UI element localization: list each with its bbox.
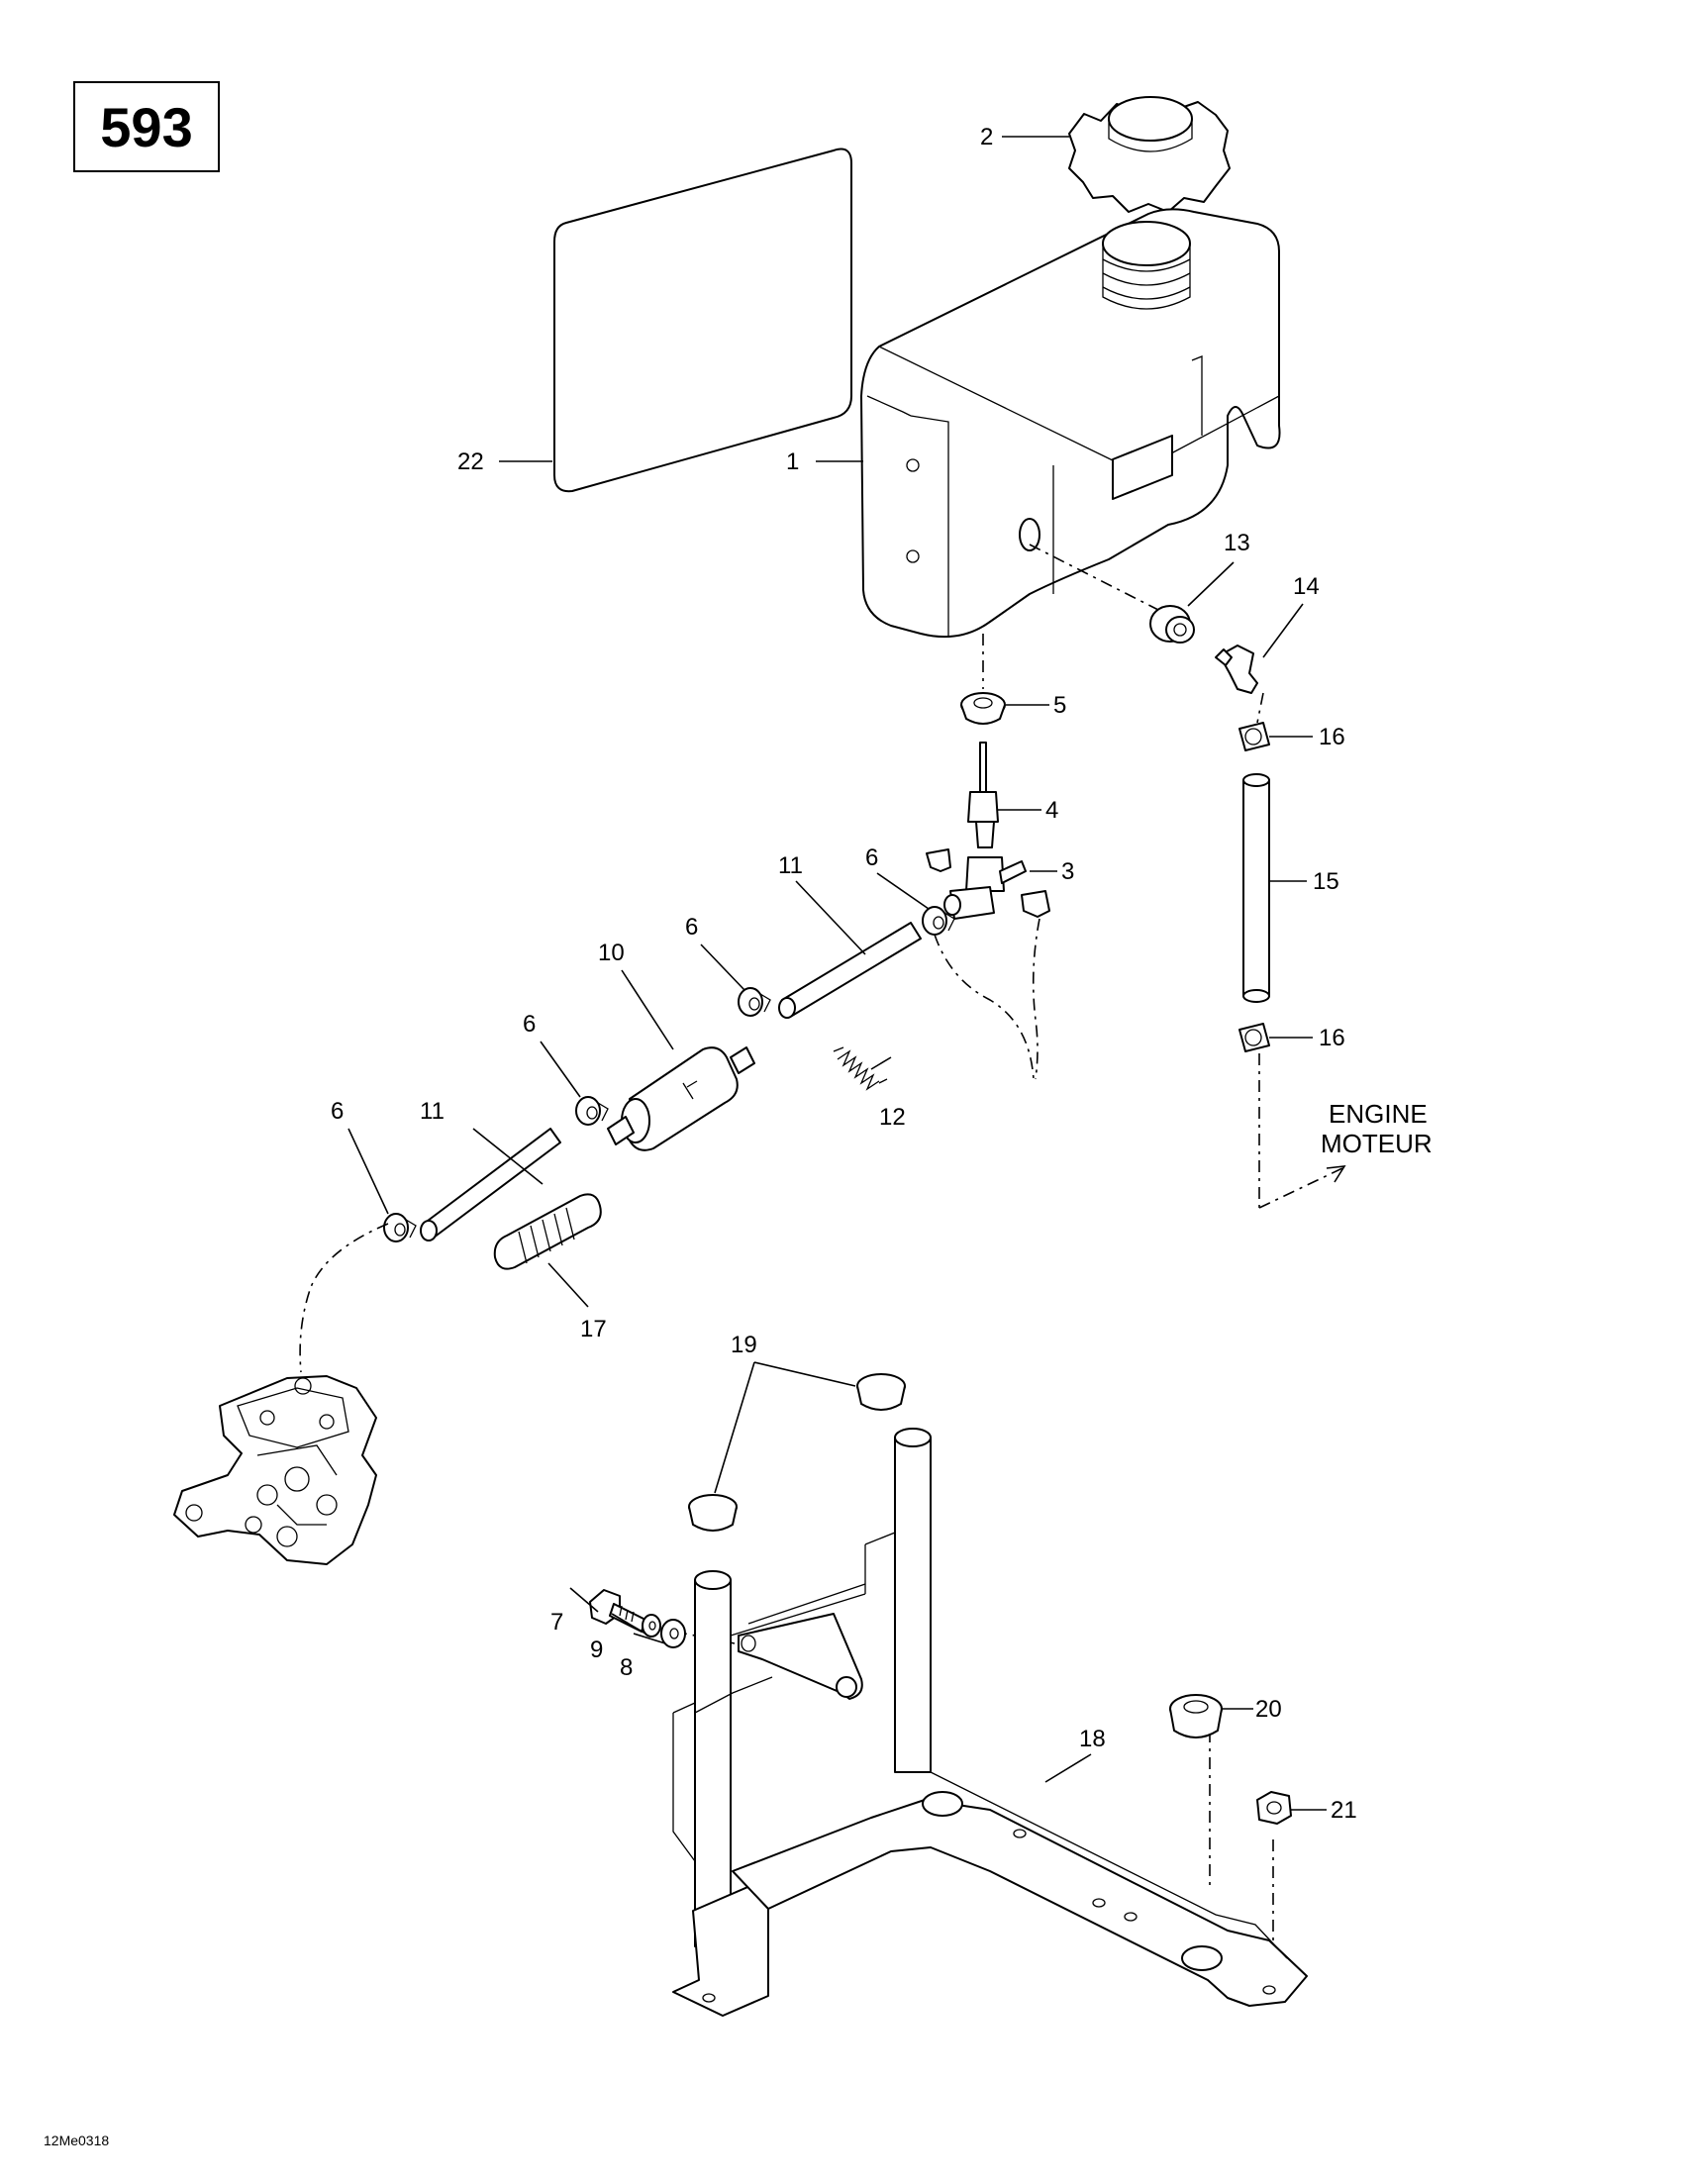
page-number: 593 — [100, 95, 193, 158]
page-number-box: 593 — [73, 81, 220, 172]
callout-15: 15 — [1313, 868, 1339, 895]
hose-clamp-upper-part — [1238, 722, 1270, 751]
callout-17: 17 — [580, 1316, 607, 1342]
engine-note-line1: ENGINE — [1329, 1099, 1428, 1129]
lock-washer-part — [642, 1614, 661, 1638]
grommet-part — [1149, 605, 1195, 644]
engine-note-line2: MOTEUR — [1321, 1129, 1433, 1158]
spring-part — [833, 1046, 888, 1091]
leader-lines — [347, 136, 1327, 1811]
oil-tank-part — [860, 208, 1281, 639]
callout-16-upper: 16 — [1319, 724, 1345, 750]
shutoff-valve-part — [926, 848, 1050, 920]
hose-routing-lines — [299, 544, 1346, 1988]
callout-20: 20 — [1255, 1696, 1282, 1723]
callout-1: 1 — [786, 448, 799, 475]
hex-nut-part — [1256, 1791, 1292, 1825]
callout-8: 8 — [620, 1654, 633, 1681]
fuel-hose-upper-part — [778, 922, 922, 1019]
tube-cap-lower-part — [688, 1494, 738, 1532]
flat-washer-part — [660, 1619, 686, 1648]
callout-5: 5 — [1053, 692, 1066, 719]
hose-clamp-6b-part — [738, 987, 771, 1017]
callout-6-b: 6 — [685, 914, 698, 941]
callout-9: 9 — [590, 1637, 603, 1663]
vent-hose-part — [1242, 773, 1270, 1003]
tube-cap-upper-part — [856, 1373, 906, 1411]
callout-3: 3 — [1061, 858, 1074, 885]
callout-2: 2 — [980, 124, 993, 150]
fuel-hose-lower-part — [420, 1128, 561, 1241]
hose-clamp-6c-part — [575, 1096, 609, 1126]
hose-clamp-lower-part — [1238, 1023, 1270, 1052]
callout-14: 14 — [1293, 573, 1320, 600]
callout-6-a: 6 — [865, 844, 878, 871]
tank-cap-part — [1068, 96, 1231, 213]
tank-support-bracket-part — [672, 1428, 1308, 2017]
bolt-part — [589, 1589, 646, 1633]
callout-18: 18 — [1079, 1726, 1106, 1752]
drawing-code: 12Me0318 — [44, 2133, 110, 2148]
callout-19: 19 — [731, 1332, 757, 1358]
callout-21: 21 — [1331, 1797, 1357, 1824]
hose-clamp-6d-part — [383, 1213, 417, 1242]
tank-outlet-grommet-part — [960, 692, 1006, 725]
callout-4: 4 — [1045, 797, 1058, 824]
callout-10: 10 — [598, 940, 625, 966]
callout-11-b: 11 — [420, 1098, 445, 1125]
pickup-fitting-part — [967, 742, 999, 848]
callout-6-c: 6 — [523, 1011, 536, 1038]
engine-direction-note: ENGINE MOTEUR — [1321, 1099, 1433, 1158]
callout-13: 13 — [1224, 530, 1250, 556]
callout-labels: 2 1 22 13 14 5 4 3 16 15 16 6 11 6 10 6 … — [331, 124, 1357, 1824]
spring-sleeve-part — [493, 1193, 602, 1270]
callout-12: 12 — [879, 1104, 906, 1131]
callout-7: 7 — [550, 1609, 563, 1636]
callout-11-a: 11 — [778, 852, 803, 879]
fuel-filter-part — [607, 1046, 755, 1151]
callout-16-lower: 16 — [1319, 1025, 1345, 1051]
elbow-fitting-part — [1215, 645, 1258, 694]
decal-plate-part — [553, 148, 852, 493]
fuel-pump-part — [173, 1375, 377, 1565]
callout-22: 22 — [457, 448, 484, 475]
rubber-grommet-part — [1169, 1694, 1223, 1738]
callout-6-d: 6 — [331, 1098, 344, 1125]
